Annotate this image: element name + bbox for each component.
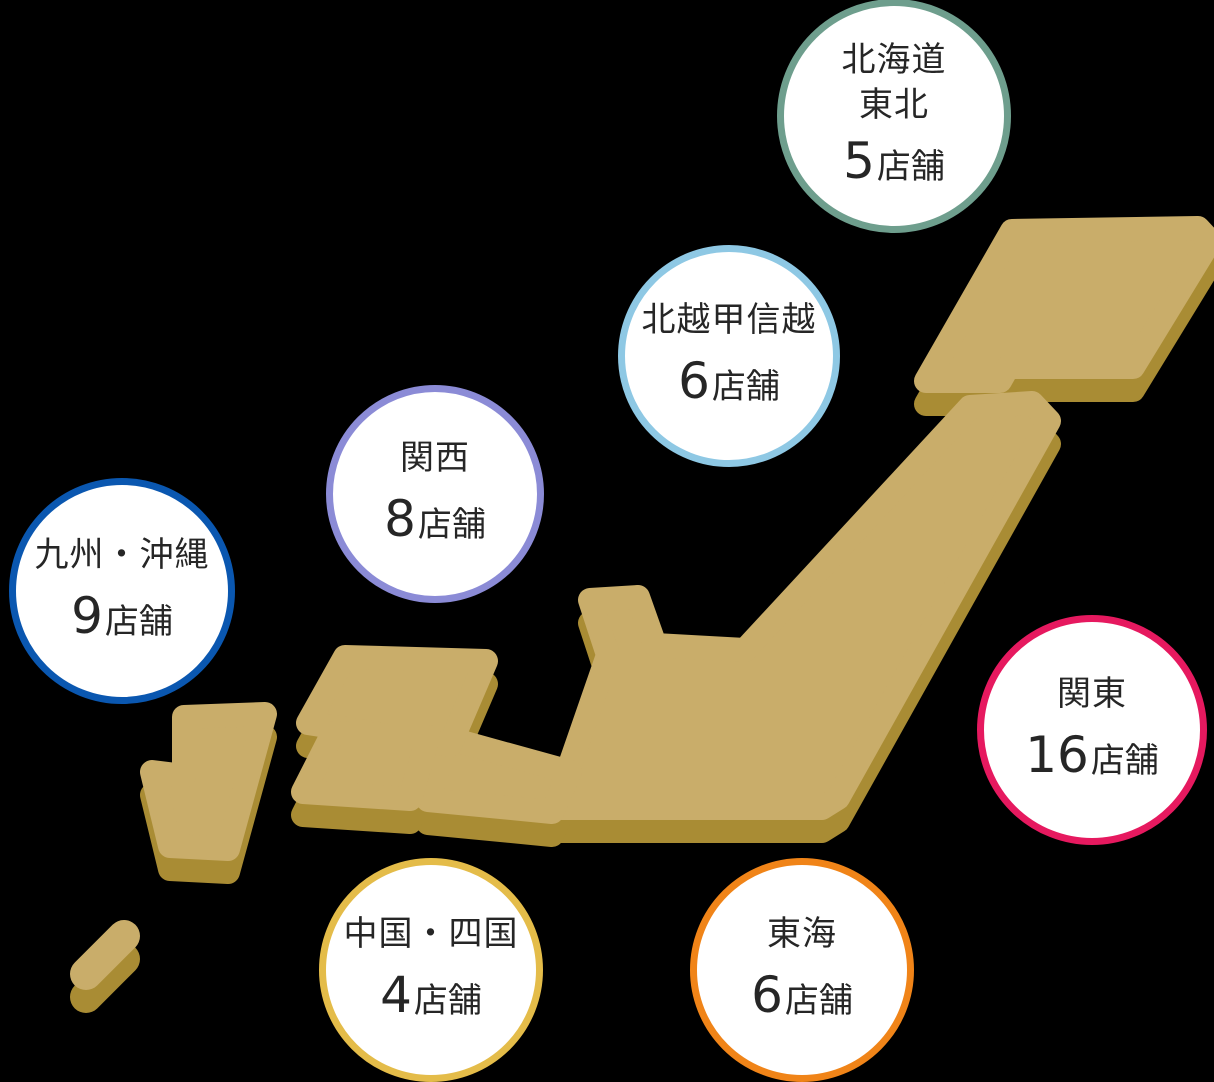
region-name-line: 東北 <box>859 84 929 125</box>
store-count-number: 9 <box>71 586 103 645</box>
store-count: 8 店舗 <box>384 487 486 552</box>
store-count-number: 8 <box>384 489 416 548</box>
store-count: 6 店舗 <box>751 963 853 1028</box>
region-badge-kanto: 関東 16 店舗 <box>977 615 1207 845</box>
store-count: 5 店舗 <box>843 129 945 194</box>
region-badge-kyushu-okinawa: 九州・沖縄 9 店舗 <box>9 478 235 704</box>
region-name-line: 北越甲信越 <box>641 300 817 341</box>
store-count-unit: 店舗 <box>711 366 780 407</box>
store-count-unit: 店舗 <box>417 504 486 545</box>
region-name-line: 北海道 <box>841 40 947 81</box>
store-count: 4 店舗 <box>380 963 482 1028</box>
store-count-unit: 店舗 <box>876 146 945 187</box>
store-count-unit: 店舗 <box>413 980 482 1021</box>
region-name-line: 関西 <box>400 438 470 479</box>
store-count-unit: 店舗 <box>1090 740 1159 781</box>
region-badge-chugoku-shikoku: 中国・四国 4 店舗 <box>319 858 543 1082</box>
region-name-line: 九州・沖縄 <box>34 535 210 576</box>
region-badge-tokai: 東海 6 店舗 <box>690 858 914 1082</box>
region-name-line: 関東 <box>1057 674 1127 715</box>
store-count-number: 16 <box>1025 725 1089 784</box>
store-count-unit: 店舗 <box>784 980 853 1021</box>
store-count: 9 店舗 <box>71 584 173 649</box>
store-count: 6 店舗 <box>678 349 780 414</box>
store-count-number: 4 <box>380 965 412 1024</box>
store-count-number: 5 <box>843 131 875 190</box>
store-count-unit: 店舗 <box>104 601 173 642</box>
region-badge-hokkaido-tohoku: 北海道 東北 5 店舗 <box>777 0 1011 233</box>
store-count: 16 店舗 <box>1025 723 1159 788</box>
region-badge-hokuetsu-koshinetsu: 北越甲信越 6 店舗 <box>618 245 840 467</box>
region-name-line: 中国・四国 <box>343 914 519 955</box>
region-name-line: 東海 <box>767 914 837 955</box>
store-count-number: 6 <box>678 351 710 410</box>
region-badge-kansai: 関西 8 店舗 <box>326 385 544 603</box>
store-count-number: 6 <box>751 965 783 1024</box>
